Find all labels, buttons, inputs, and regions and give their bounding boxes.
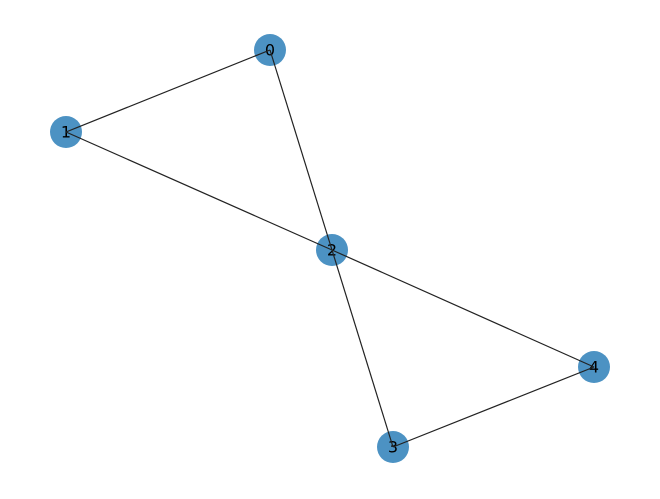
edge-0-1 <box>65 49 271 133</box>
edge-0-2 <box>269 49 333 251</box>
edge-2-4 <box>331 249 595 368</box>
edges-layer <box>65 49 595 448</box>
edge-1-2 <box>65 131 333 251</box>
edge-3-4 <box>392 366 595 448</box>
edge-2-3 <box>331 249 394 448</box>
